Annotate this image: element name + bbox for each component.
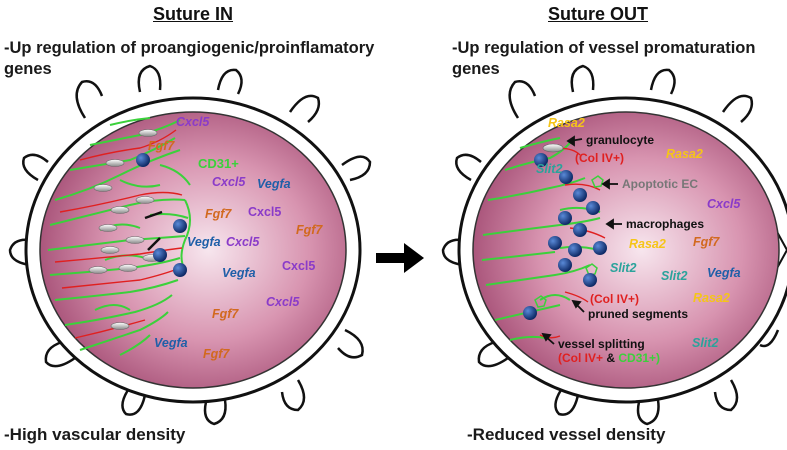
macrophages-label: macrophages xyxy=(626,217,704,231)
gene-label: Rasa2 xyxy=(629,237,666,251)
right-cornea-stroma xyxy=(472,111,780,389)
right-footer: -Reduced vessel density xyxy=(467,425,666,444)
gene-label: Fgf7 xyxy=(205,207,232,221)
gene-label: Rasa2 xyxy=(666,147,703,161)
split-cd31: CD31+) xyxy=(618,351,660,365)
cd31-label: CD31+ xyxy=(198,156,239,171)
gene-label: Vegfa xyxy=(154,336,188,350)
left-panel-title: Suture IN xyxy=(153,4,234,24)
gene-label: Slit2 xyxy=(610,261,636,275)
left-vessels xyxy=(47,117,191,356)
right-limbal-loops xyxy=(441,64,780,426)
right-header: -Up regulation of vessel promaturation g… xyxy=(452,38,782,80)
gene-label: Cxcl5 xyxy=(282,259,315,273)
gene-label: Vegfa xyxy=(707,266,741,280)
gene-label: Cxcl5 xyxy=(212,175,246,189)
gene-label: Cxcl5 xyxy=(248,205,281,219)
pruned-segments-label: pruned segments xyxy=(588,307,688,321)
apoptotic-ec-label: Apoptotic EC xyxy=(622,177,698,191)
gene-label: Slit2 xyxy=(661,269,687,283)
split-amp: & xyxy=(603,351,618,365)
right-macrophages xyxy=(523,153,607,320)
vessel-splitting-markers: (Col IV+ & CD31+) xyxy=(558,351,660,365)
gene-label: Vegfa xyxy=(187,235,221,249)
right-panel-title: Suture OUT xyxy=(548,4,649,24)
left-cornea xyxy=(8,64,372,426)
left-macrophages xyxy=(136,153,187,277)
col-iv-label: (Col IV+) xyxy=(575,151,624,165)
gene-label: Cxcl5 xyxy=(266,295,300,309)
left-header-line1: -Up regulation of proangiogenic/proinfla… xyxy=(4,39,375,57)
gene-label: Cxcl5 xyxy=(226,235,260,249)
left-gene-labels: Cxcl5 Fgf7 CD31+ Cxcl5 Vegfa Fgf7 Cxcl5 … xyxy=(148,115,323,361)
gene-label: Fgf7 xyxy=(212,307,239,321)
left-col-iv-vessels xyxy=(54,129,183,339)
gene-label: Cxcl5 xyxy=(707,197,741,211)
vessel-splitting-label: vessel splitting xyxy=(558,337,645,351)
gene-label: Fgf7 xyxy=(693,235,720,249)
gene-label: Vegfa xyxy=(222,266,256,280)
right-pointer-arrows xyxy=(541,135,622,345)
left-limbal-loops xyxy=(8,64,372,426)
granulocyte-label: granulocyte xyxy=(586,133,654,147)
gene-label: Rasa2 xyxy=(693,291,730,305)
left-pointer-arrows xyxy=(144,210,163,251)
gene-label: Fgf7 xyxy=(296,223,323,237)
gene-label: Slit2 xyxy=(692,336,718,350)
left-granulocytes xyxy=(88,129,162,330)
gene-label: Rasa2 xyxy=(548,116,585,130)
left-header-line2: genes xyxy=(4,60,52,78)
right-granulocyte xyxy=(542,143,564,153)
right-cornea xyxy=(441,64,787,426)
split-col-iv: (Col IV+ xyxy=(558,351,603,365)
left-header: -Up regulation of proangiogenic/proinfla… xyxy=(4,38,384,80)
gene-label: Fgf7 xyxy=(148,139,175,153)
left-footer: -High vascular density xyxy=(4,425,186,444)
col-iv-label-2: (Col IV+) xyxy=(590,292,639,306)
transition-arrow xyxy=(376,243,424,273)
right-annotations: granulocyte (Col IV+) Apoptotic EC macro… xyxy=(558,133,704,365)
gene-label: Slit2 xyxy=(536,162,562,176)
gene-label: Cxcl5 xyxy=(176,115,210,129)
right-header-line2: genes xyxy=(452,60,500,78)
gene-label: Fgf7 xyxy=(203,347,230,361)
gene-label: Vegfa xyxy=(257,177,291,191)
right-header-line1: -Up regulation of vessel promaturation xyxy=(452,39,756,57)
right-gene-labels: Rasa2 Rasa2 Slit2 Cxcl5 Rasa2 Fgf7 Slit2… xyxy=(536,116,741,350)
left-cornea-stroma xyxy=(39,111,347,389)
